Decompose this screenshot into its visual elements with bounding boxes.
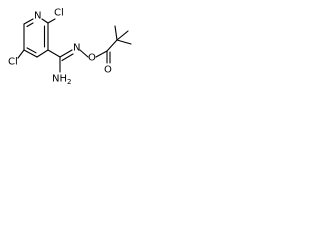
bond-tbutyl-methyl-up bbox=[114, 25, 118, 41]
carbonyl-oxygen-label: O bbox=[104, 65, 112, 76]
bond-o-carbonyl-c bbox=[95, 50, 108, 58]
ring-nitrogen-label: N bbox=[34, 11, 41, 22]
ring-bond-c5-c4 bbox=[36, 49, 49, 58]
bond-c2-cl-bottom bbox=[17, 49, 25, 59]
amine-subscript-label: 2 bbox=[67, 78, 71, 86]
ring-bond-c4-c3 bbox=[23, 49, 38, 58]
ring-bond-c2-n1 bbox=[23, 18, 34, 25]
chemical-structure-diagram: N Cl Cl N O O NH 2 bbox=[8, 8, 132, 86]
bond-n-o bbox=[79, 49, 89, 58]
bond-tbutyl-methyl-right bbox=[116, 39, 132, 45]
imine-nitrogen-label: N bbox=[73, 43, 80, 54]
ring-bond-n1-c2-inner bbox=[26, 22, 34, 28]
amine-label: NH bbox=[52, 74, 67, 85]
ring-bond-c4-c3-inner bbox=[26, 47, 37, 54]
bond-c6-cl-top bbox=[47, 18, 56, 24]
bond-amidine-c-n bbox=[59, 49, 73, 58]
chlorine-bottom-label: Cl bbox=[8, 57, 18, 68]
ester-oxygen-label: O bbox=[88, 53, 96, 64]
bond-tbutyl-methyl-upright bbox=[116, 30, 129, 41]
chlorine-top-label: Cl bbox=[54, 8, 64, 19]
bond-amidine-c-n-inner bbox=[61, 53, 74, 62]
bond-carbonyl-c-tbutyl bbox=[106, 39, 118, 52]
bond-ring-amidine-c bbox=[47, 49, 61, 58]
ring-bond-n1-c6 bbox=[41, 18, 49, 24]
